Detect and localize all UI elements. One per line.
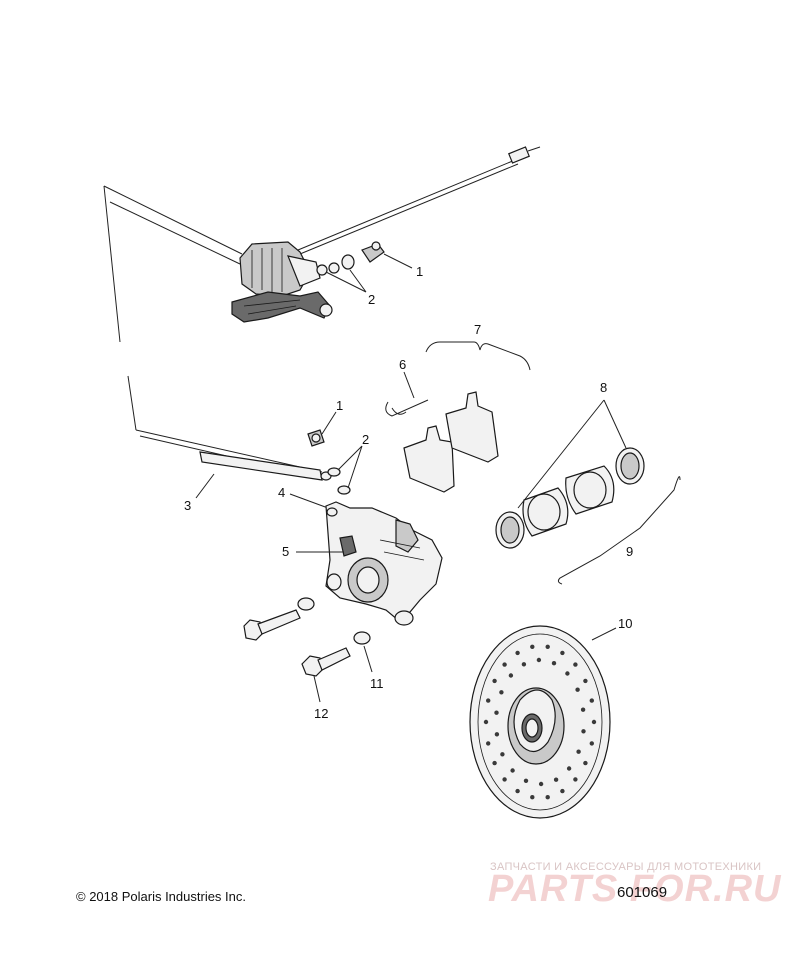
lower-mounting-bolt (301, 631, 371, 677)
bracket-7 (425, 341, 531, 371)
callout-5: 5 (282, 544, 289, 559)
disc-hole (545, 644, 550, 649)
callout-2-top: 2 (368, 292, 375, 307)
disc-hole (566, 766, 572, 771)
copyright-text: © 2018 Polaris Industries Inc. (76, 889, 246, 904)
callout-1-mid: 1 (336, 398, 343, 413)
leader-4 (289, 493, 329, 509)
callout-2-mid: 2 (362, 432, 369, 447)
disc-hole (492, 678, 497, 684)
callout-8: 8 (600, 380, 607, 395)
disc-hole (553, 777, 559, 782)
brake-disc (469, 625, 611, 819)
callout-12: 12 (314, 706, 328, 721)
disc-hole (483, 719, 489, 725)
disc-hole (530, 795, 535, 800)
master-cylinder (231, 146, 541, 323)
watermark-tagline: ЗАПЧАСТИ И АКСЕССУАРЫ ДЛЯ МОТОТЕХНИКИ (490, 861, 762, 873)
disc-hole (499, 690, 504, 695)
leader-12 (313, 675, 321, 703)
figure-number: 601069 (617, 884, 668, 901)
disc-hole (486, 698, 491, 703)
callout-3: 3 (184, 498, 191, 513)
disc-hole (538, 781, 544, 787)
disc-hole (573, 777, 578, 782)
disc-hole (583, 760, 588, 766)
callout-1-top: 1 (416, 264, 423, 279)
disc-hole (500, 752, 505, 757)
disc-hole (580, 707, 586, 712)
disc-hole (565, 671, 570, 676)
disc-hole (536, 657, 542, 663)
disc-hole (502, 662, 507, 667)
callout-11: 11 (370, 676, 384, 691)
watermark-logo: PARTS FOR.RU (488, 868, 782, 910)
pistons-and-seals (495, 447, 645, 549)
leader-10 (591, 627, 617, 641)
disc-hole (523, 778, 529, 783)
leader-1-top (383, 253, 413, 269)
callout-6: 6 (399, 357, 406, 372)
leader-3 (195, 473, 215, 499)
disc-hole (581, 729, 586, 734)
disc-hole (486, 741, 491, 746)
disc-hole (530, 644, 535, 649)
disc-hole (575, 687, 580, 692)
pad-retainer-clip (385, 371, 429, 417)
disc-hole (583, 678, 588, 684)
bracket-9 (557, 476, 681, 585)
disc-hole (545, 795, 550, 800)
brake-caliper (325, 501, 443, 626)
leader-11 (363, 645, 373, 673)
disc-hole (510, 768, 515, 773)
leader-8 (517, 399, 627, 509)
disc-hole (508, 673, 514, 678)
disc-hole (521, 662, 527, 667)
callout-10: 10 (618, 616, 632, 631)
disc-hole (591, 719, 597, 725)
caliper-bleeder-parts (307, 429, 351, 495)
callout-9: 9 (626, 544, 633, 559)
disc-hole (560, 788, 565, 794)
disc-hole (551, 661, 557, 666)
disc-hole (589, 741, 594, 746)
disc-hole (589, 698, 594, 703)
disc-hole (576, 749, 581, 754)
disc-hole (560, 650, 565, 656)
disc-hole (502, 777, 507, 782)
disc-hole (573, 662, 578, 667)
callout-7: 7 (474, 322, 481, 337)
disc-hole (494, 732, 500, 737)
callout-4: 4 (278, 485, 285, 500)
disc-hole (515, 788, 520, 794)
leader-2-mid (337, 445, 363, 489)
leader-1-mid (321, 411, 337, 435)
upper-mounting-bolt (243, 597, 315, 641)
brake-pads (403, 391, 499, 493)
disc-hole (494, 710, 499, 715)
disc-hole (492, 760, 497, 766)
brake-line-routing (103, 185, 332, 481)
leader-2-top (325, 269, 367, 293)
disc-hole (515, 650, 520, 656)
